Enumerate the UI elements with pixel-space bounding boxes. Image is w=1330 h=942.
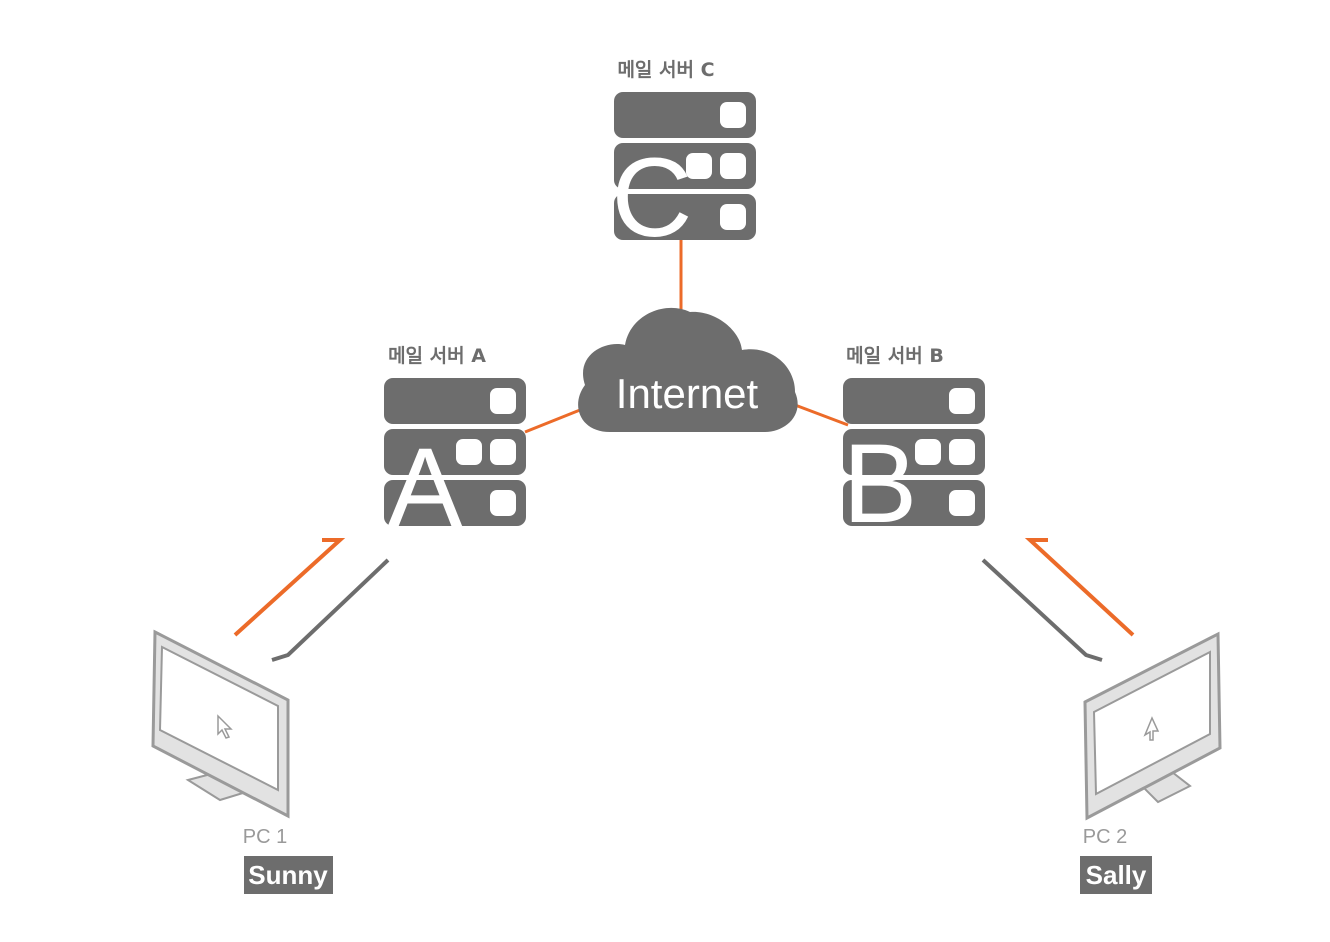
server-c-letter: C [612, 135, 693, 260]
server-b-led-3 [949, 439, 975, 465]
server-a-rack-2 [384, 429, 526, 475]
server-c-led-3 [720, 153, 746, 179]
server-a-led-2 [456, 439, 482, 465]
link-b-internet [794, 403, 849, 427]
server-a-led-3 [490, 439, 516, 465]
server-b-label: 메일 서버 B [846, 345, 944, 367]
pc2-user-badge [1080, 856, 1152, 894]
server-a-led-1 [490, 388, 516, 414]
pc1-computer: PC 1 Sunny [151, 629, 333, 894]
arrow-pc2-to-server-b [1024, 538, 1135, 637]
arrows-pc2-server-b [981, 538, 1135, 662]
server-c-led-4 [720, 204, 746, 230]
server-b-led-4 [949, 490, 975, 516]
arrow-server-a-to-pc1 [271, 558, 390, 662]
server-b-led-1 [949, 388, 975, 414]
internet-cloud: Internet [578, 307, 798, 432]
server-a-letter: A [388, 425, 463, 550]
link-a-internet [524, 406, 586, 434]
server-b-letter: B [843, 421, 918, 546]
pc1-label: PC 1 [243, 826, 287, 848]
cursor-icon [217, 714, 233, 739]
server-c-rack-3 [614, 194, 756, 240]
server-c-led-1 [720, 102, 746, 128]
server-c-label: 메일 서버 C [617, 59, 714, 81]
cloud-label: Internet [616, 370, 759, 417]
server-b-led-2 [915, 439, 941, 465]
server-b-rack-3 [843, 480, 985, 526]
cloud-icon [578, 307, 798, 432]
mail-server-c: 메일 서버 C C [612, 59, 756, 260]
pc2-user-label: Sally [1086, 860, 1147, 890]
arrow-pc1-to-server-a [233, 538, 346, 637]
arrows-pc1-server-a [233, 538, 390, 662]
cursor-icon [1143, 716, 1160, 741]
pc2-computer: PC 2 Sally [1080, 631, 1222, 894]
mail-server-a: 메일 서버 A A [384, 345, 526, 550]
server-c-rack-1 [614, 92, 756, 138]
server-a-led-4 [490, 490, 516, 516]
server-a-rack-3 [384, 480, 526, 526]
pc1-user-label: Sunny [248, 860, 328, 890]
server-a-label: 메일 서버 A [388, 345, 486, 367]
server-c-rack-2 [614, 143, 756, 189]
mail-server-b: 메일 서버 B B [843, 345, 985, 546]
connection-lines [524, 240, 849, 434]
server-c-led-2 [686, 153, 712, 179]
server-a-rack-1 [384, 378, 526, 424]
pc2-label: PC 2 [1083, 826, 1127, 848]
server-b-rack-2 [843, 429, 985, 475]
arrow-server-b-to-pc2 [981, 558, 1103, 662]
server-b-rack-1 [843, 378, 985, 424]
pc1-user-badge [244, 856, 333, 894]
